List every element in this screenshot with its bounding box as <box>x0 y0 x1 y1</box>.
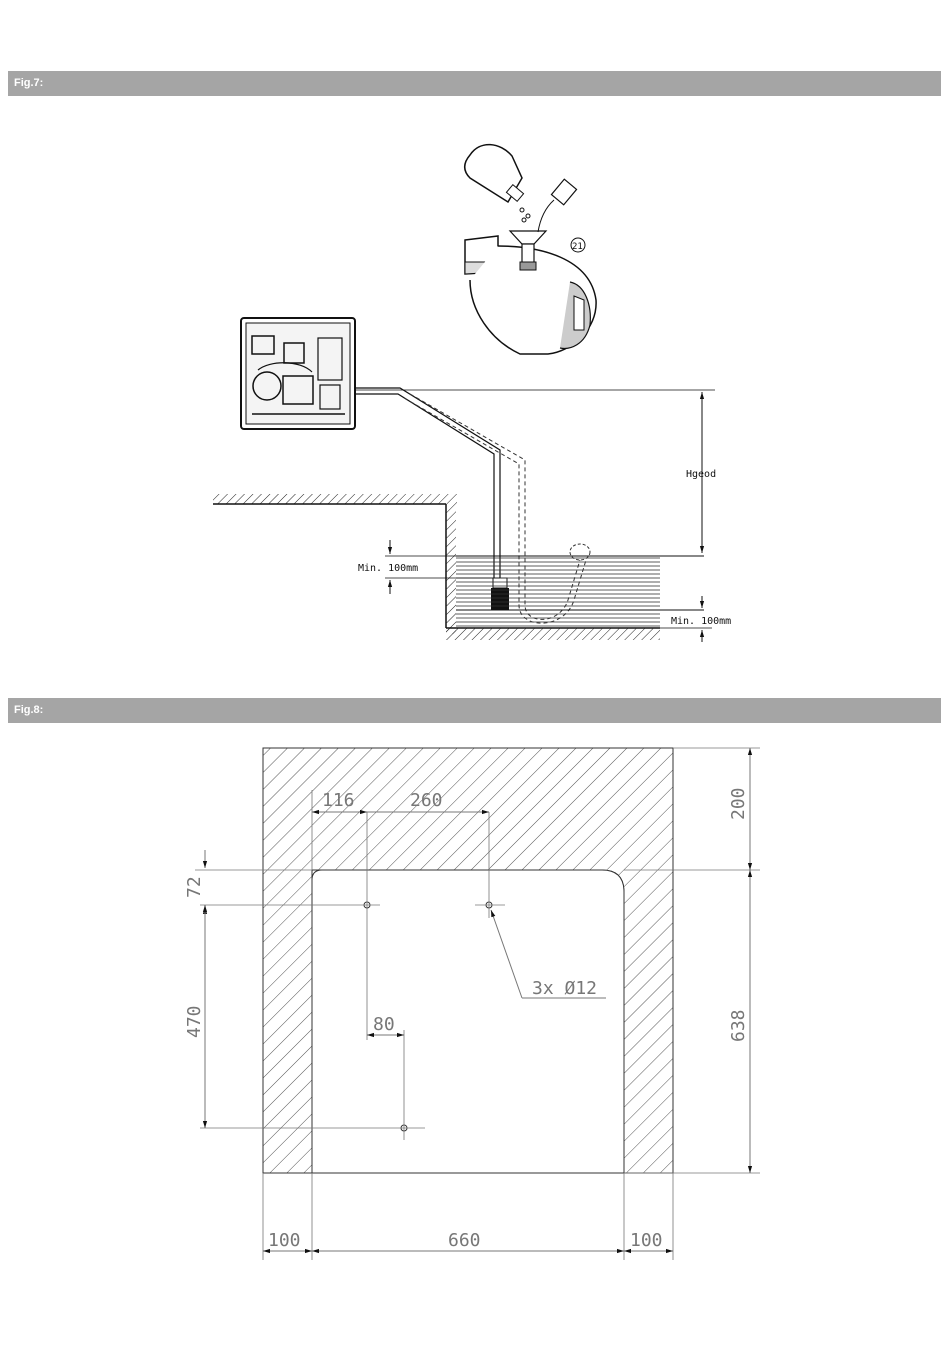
min-right-label: Min. 100mm <box>671 616 731 627</box>
dim-72: 72 <box>184 876 205 898</box>
dim-200: 200 <box>728 787 749 820</box>
dim-100-right: 100 <box>630 1230 663 1251</box>
dim-660: 660 <box>448 1230 481 1251</box>
tank <box>213 494 704 640</box>
dim-638: 638 <box>728 1009 749 1042</box>
dim-116: 116 <box>322 790 355 811</box>
dim-80: 80 <box>373 1014 395 1035</box>
priming-illustration: 21 <box>465 145 596 354</box>
base-opening <box>312 870 624 1173</box>
fig8-drawing: 116 260 200 638 72 470 80 3x Ø12 100 66 <box>184 748 760 1260</box>
dim-100-left: 100 <box>268 1230 301 1251</box>
dim-holes: 3x Ø12 <box>532 978 597 999</box>
callout-21: 21 <box>572 242 583 252</box>
dim-470: 470 <box>184 1005 205 1038</box>
suction-pipe <box>355 388 500 578</box>
dim-260: 260 <box>410 790 443 811</box>
min-left-label: Min. 100mm <box>358 563 418 574</box>
pump-unit <box>241 318 355 429</box>
fig7-drawing: Hgeod Min. 100mm Min. 100mm <box>213 145 731 642</box>
hgeod-label: Hgeod <box>686 469 716 480</box>
